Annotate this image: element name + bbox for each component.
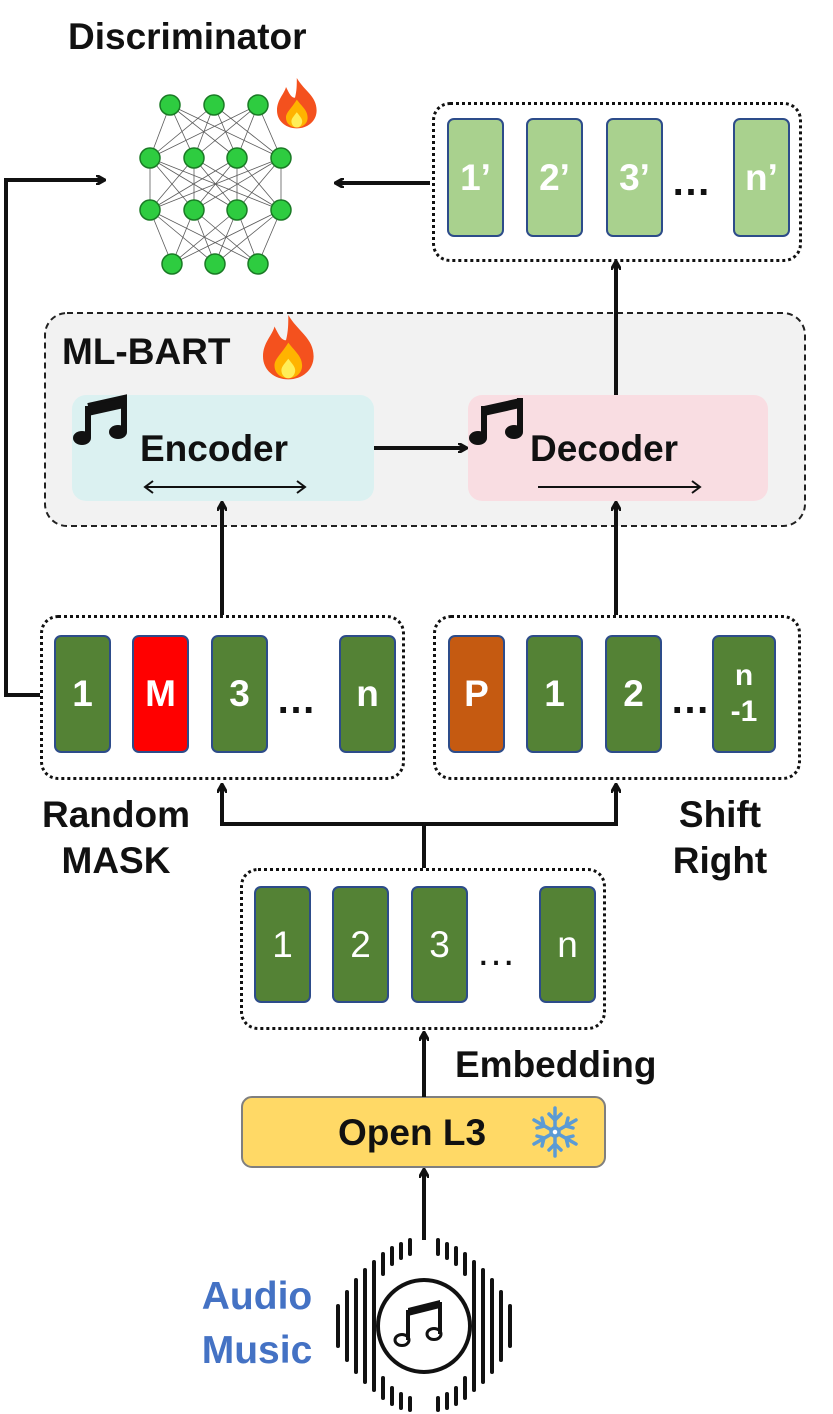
neural-network-icon — [139, 94, 292, 275]
embedding-label: Embedding — [455, 1044, 657, 1085]
music-note-icon — [73, 394, 127, 445]
embedding-tokens-group — [240, 868, 606, 1030]
snowflake-icon — [532, 1106, 578, 1158]
output-token: 1’ — [447, 118, 504, 237]
fire-icon — [277, 78, 317, 129]
shifted-tokens-group — [433, 615, 801, 780]
shifted-token: 1 — [526, 635, 583, 753]
embedding-token: 3 — [411, 886, 468, 1003]
shifted-token: 2 — [605, 635, 662, 753]
masked-token: 3 — [211, 635, 268, 753]
encoder-box — [72, 395, 374, 501]
music-disc-icon — [376, 1278, 472, 1374]
ellipsis: … — [476, 930, 516, 974]
embedding-token: 2 — [332, 886, 389, 1003]
ml-bart-label: ML-BART — [62, 331, 231, 372]
pad-token: P — [448, 635, 505, 753]
decoder-label: Decoder — [530, 428, 679, 469]
bidirectional-arrow — [143, 480, 307, 494]
music-note-icon — [469, 398, 523, 445]
ellipsis: … — [670, 678, 710, 722]
fire-icon — [263, 315, 314, 380]
ellipsis: … — [671, 160, 711, 204]
openl3-label: Open L3 — [338, 1112, 487, 1153]
audio-waveform-icon — [336, 1238, 512, 1412]
right-arrow — [538, 480, 702, 494]
mask-token: M — [132, 635, 189, 753]
encoder-label: Encoder — [140, 428, 289, 469]
ellipsis: … — [276, 678, 316, 722]
output-token: n’ — [733, 118, 790, 237]
output-token: 3’ — [606, 118, 663, 237]
embedding-token: 1 — [254, 886, 311, 1003]
embedding-token: n — [539, 886, 596, 1003]
masked-tokens-group — [40, 615, 405, 780]
masked-token: n — [339, 635, 396, 753]
discriminator-label: Discriminator — [68, 16, 307, 57]
output-token: 2’ — [526, 118, 583, 237]
masked-token: 1 — [54, 635, 111, 753]
shifted-token: n-1 — [712, 635, 776, 753]
output-tokens-group — [432, 102, 802, 262]
decoder-box — [468, 395, 768, 501]
